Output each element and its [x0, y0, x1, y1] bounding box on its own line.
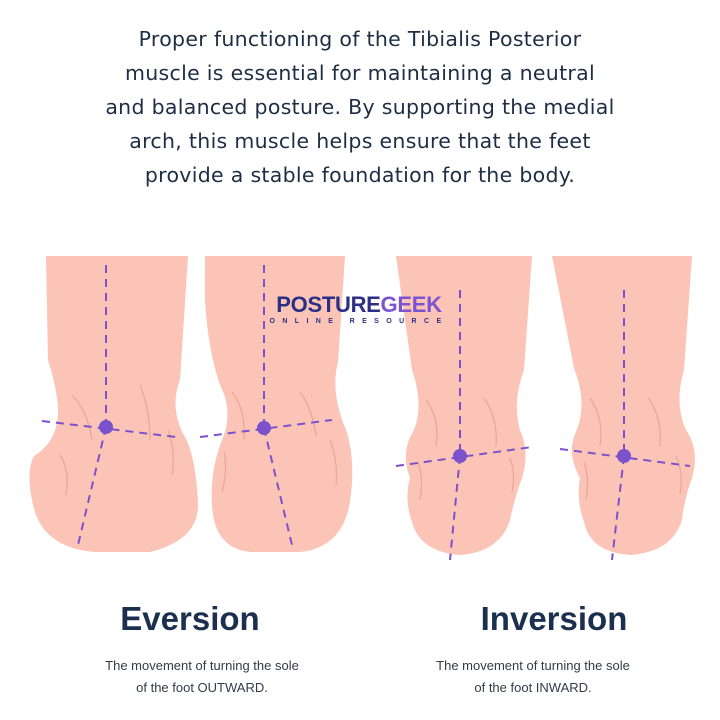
eversion-foot-left [29, 256, 198, 552]
axis-joint-dot [99, 420, 113, 434]
axis-joint-dot [257, 421, 271, 435]
intro-line: arch, this muscle helps ensure that the … [129, 129, 591, 153]
inversion-foot-left [395, 256, 533, 561]
intro-paragraph: Proper functioning of the Tibialis Poste… [30, 22, 690, 192]
eversion-foot-right [199, 256, 353, 552]
axis-line [263, 427, 293, 546]
axis-joint-dot [453, 449, 467, 463]
description-line: The movement of turning the sole [105, 658, 299, 673]
axis-line [449, 455, 461, 561]
inversion-description: The movement of turning the sole of the … [373, 655, 693, 699]
eversion-description: The movement of turning the sole of the … [42, 655, 362, 699]
logo-subtitle: ONLINE RESOURCE [269, 318, 449, 325]
axis-line [77, 426, 107, 546]
axis-line [41, 420, 177, 438]
intro-line: provide a stable foundation for the body… [144, 163, 576, 187]
feet-illustration [29, 256, 695, 561]
logo-wordmark-posture: POSTURE [276, 292, 381, 317]
posturegeek-logo: POSTUREGEEK ONLINE RESOURCE [264, 293, 454, 326]
axis-line [395, 446, 533, 467]
axis-line [559, 448, 691, 467]
intro-line: Proper functioning of the Tibialis Poste… [138, 27, 582, 51]
logo-wordmark: POSTUREGEEK [264, 293, 454, 317]
intro-line: muscle is essential for maintaining a ne… [124, 61, 596, 85]
axis-joint-dot [617, 449, 631, 463]
description-line: of the foot OUTWARD. [136, 680, 268, 695]
intro-line: and balanced posture. By supporting the … [105, 95, 615, 119]
logo-wordmark-geek: GEEK [380, 292, 442, 317]
inversion-foot-right [552, 256, 695, 561]
eversion-heading: Eversion [120, 600, 260, 637]
description-line: of the foot INWARD. [474, 680, 592, 695]
inversion-heading: Inversion [480, 600, 628, 637]
description-line: The movement of turning the sole [436, 658, 630, 673]
axis-line [611, 455, 625, 561]
